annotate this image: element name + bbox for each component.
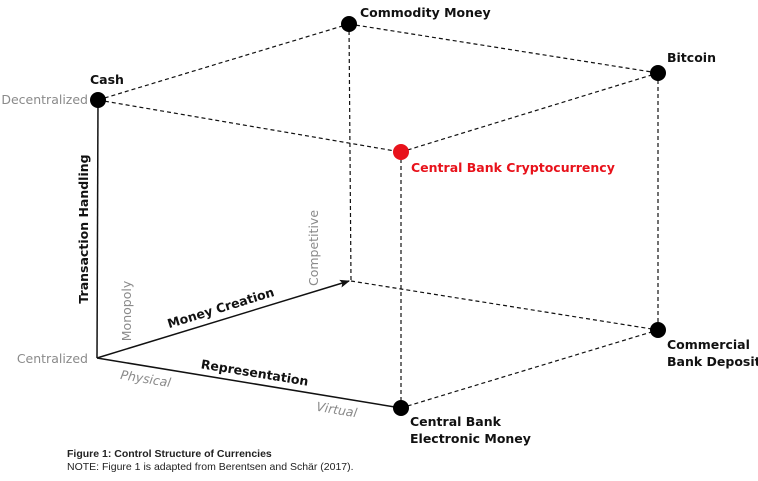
axis-representation bbox=[96, 357, 402, 409]
edge-cbcrypto-bitcoin bbox=[400, 72, 659, 153]
pole-label-monopoly: Monopoly bbox=[119, 280, 134, 341]
node-dot-central-bank-electronic-money bbox=[393, 400, 409, 416]
node-label-commercial-bank-deposits-line2: Bank Deposits bbox=[667, 354, 758, 369]
edge-commodity-back-bottom bbox=[348, 23, 352, 282]
node-label-central-bank-electronic-money-line1: Central Bank bbox=[410, 414, 502, 429]
pole-label-competitive: Competitive bbox=[306, 210, 321, 286]
axis-title-transaction-handling: Transaction Handling bbox=[76, 154, 91, 303]
edge-cash-cbcrypto bbox=[97, 99, 402, 153]
node-label-cash: Cash bbox=[90, 72, 124, 87]
pole-label-decentralized: Decentralized bbox=[1, 92, 88, 107]
pole-label-centralized: Centralized bbox=[17, 351, 88, 366]
node-label-central-bank-electronic-money-line2: Electronic Money bbox=[410, 431, 531, 446]
edge-commodity-bitcoin bbox=[348, 23, 659, 74]
cube-dashed-edges bbox=[97, 23, 659, 409]
node-dot-bitcoin bbox=[650, 65, 666, 81]
caption-note: NOTE: Figure 1 is adapted from Berentsen… bbox=[67, 461, 354, 473]
axis-transaction-handling bbox=[96, 99, 99, 359]
pole-label-virtual: Virtual bbox=[315, 399, 359, 421]
figure-caption: Figure 1: Control Structure of Currencie… bbox=[67, 448, 354, 474]
caption-title: Figure 1: Control Structure of Currencie… bbox=[67, 448, 272, 460]
edge-cash-commodity bbox=[97, 23, 350, 101]
node-dot-commercial-bank-deposits bbox=[650, 322, 666, 338]
node-dot-central-bank-cryptocurrency bbox=[393, 144, 409, 160]
node-label-bitcoin: Bitcoin bbox=[667, 50, 716, 65]
node-dot-cash bbox=[90, 92, 106, 108]
axis-money-creation bbox=[96, 279, 350, 359]
edge-back-bottom-deposits bbox=[350, 280, 659, 331]
cube-axes bbox=[96, 99, 402, 409]
node-dot-commodity-money bbox=[341, 16, 357, 32]
edge-cbemoney-deposits bbox=[400, 329, 659, 409]
node-label-commodity-money: Commodity Money bbox=[360, 5, 491, 20]
node-label-central-bank-cryptocurrency: Central Bank Cryptocurrency bbox=[411, 160, 615, 175]
pole-label-physical: Physical bbox=[119, 367, 172, 390]
node-label-commercial-bank-deposits-line1: Commercial bbox=[667, 337, 750, 352]
